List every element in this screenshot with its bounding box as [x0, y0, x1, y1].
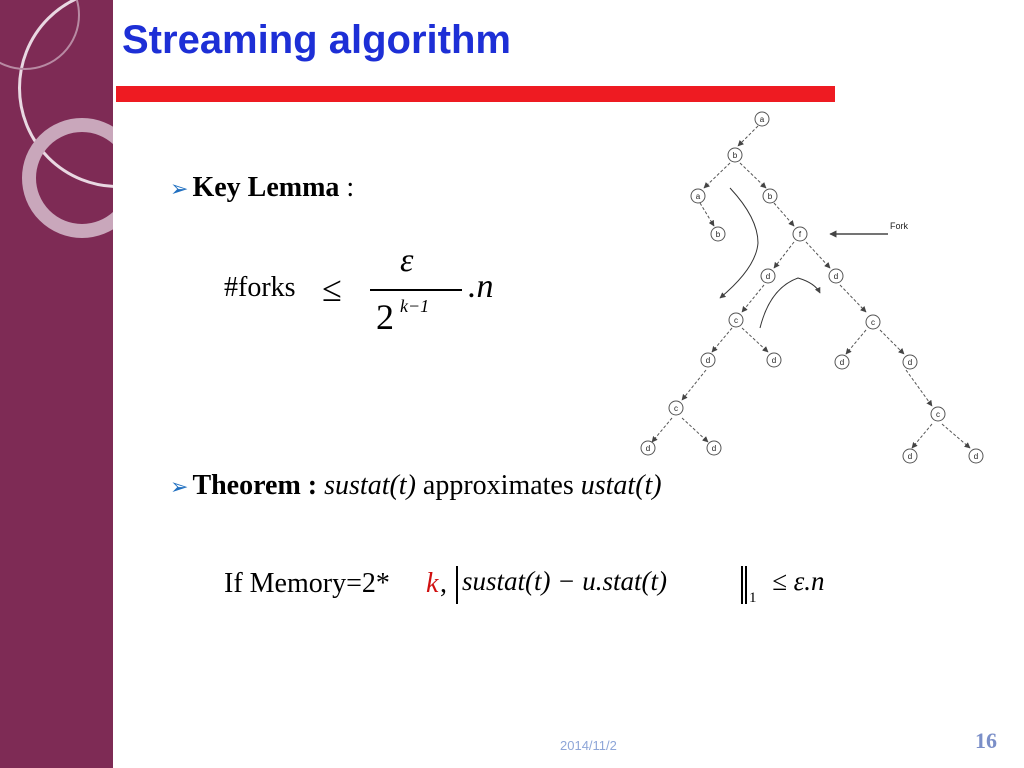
bullet-key-lemma: ➢Key Lemma :	[170, 172, 354, 204]
node-label: d	[772, 356, 776, 365]
node-label: d	[974, 452, 978, 461]
norm-subscript: 1	[749, 590, 757, 606]
node-label: d	[908, 452, 912, 461]
bullet-arrow-icon: ➢	[170, 177, 189, 202]
node-label: c	[871, 318, 875, 327]
theorem-subject: sustat(t)	[324, 470, 416, 501]
sidebar-decoration	[0, 0, 113, 768]
theorem-object: ustat(t)	[580, 470, 662, 501]
bullet-theorem: ➢Theorem : sustat(t) approximates ustat(…	[170, 470, 662, 502]
node-label: d	[712, 444, 716, 453]
condition-k: k	[426, 568, 439, 599]
condition-expression: sustat(t) − u.stat(t)	[462, 566, 667, 596]
node-label: b	[768, 192, 773, 201]
key-lemma-suffix: :	[339, 172, 355, 203]
title-underline-bar	[116, 86, 835, 102]
abs-bar-left	[456, 566, 458, 604]
lemma-denominator-exp: k−1	[400, 296, 430, 316]
lemma-leq: ≤	[322, 269, 342, 309]
node-label: d	[840, 358, 844, 367]
lemma-denominator-base: 2	[376, 297, 394, 337]
slide-title: Streaming algorithm	[122, 18, 511, 62]
node-label: a	[696, 192, 701, 201]
node-label: d	[646, 444, 650, 453]
tree-diagram: Fork a b a b b f d d c c d d d d	[640, 111, 984, 464]
node-label: f	[799, 230, 802, 239]
tree-node-labels: a b a b b f d d c c d d d d c c d d d d	[646, 115, 978, 461]
fork-label: Fork	[890, 221, 909, 231]
node-label: d	[834, 272, 838, 281]
page-number: 16	[975, 728, 997, 753]
tree-edges	[651, 125, 971, 449]
abs-bar-right	[741, 566, 743, 604]
lemma-tail: .n	[468, 268, 494, 305]
node-label: d	[908, 358, 912, 367]
node-label: c	[734, 316, 738, 325]
node-label: b	[716, 230, 721, 239]
node-label: d	[706, 356, 710, 365]
condition-rhs: ≤ ε.n	[772, 566, 825, 596]
lemma-numerator: ε	[400, 242, 414, 279]
key-lemma-label: Key Lemma	[192, 172, 340, 203]
condition-prefix: If Memory=2*	[224, 568, 390, 599]
node-label: a	[760, 115, 765, 124]
footer-date: 2014/11/2	[560, 738, 617, 753]
lemma-fraction-bar	[370, 289, 462, 291]
lemma-lhs: #forks	[224, 272, 296, 303]
theorem-verb: approximates	[415, 470, 581, 501]
node-label: c	[936, 410, 940, 419]
abs-bar-right-2	[745, 566, 747, 604]
condition-comma: ,	[440, 568, 447, 599]
fork-curves	[719, 187, 821, 329]
node-label: c	[674, 404, 678, 413]
theorem-label: Theorem :	[192, 470, 318, 501]
node-label: b	[733, 151, 738, 160]
tree-nodes	[640, 111, 984, 464]
bullet-arrow-icon: ➢	[170, 475, 189, 500]
node-label: d	[766, 272, 770, 281]
